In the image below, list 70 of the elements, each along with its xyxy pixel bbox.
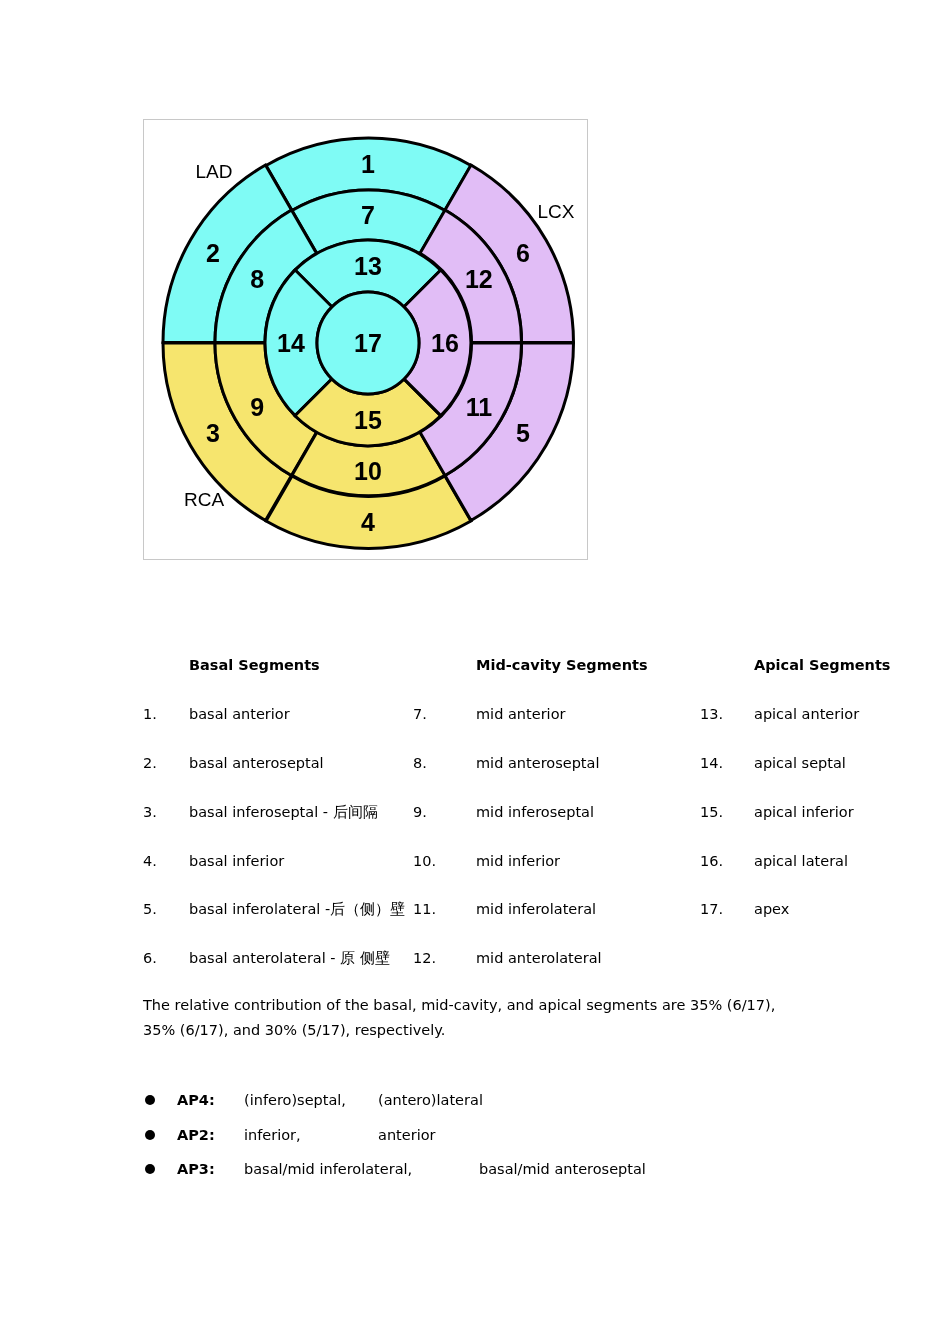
segment-number: 5 bbox=[516, 419, 530, 446]
segment-number: 17 bbox=[354, 330, 382, 356]
segment-number: 10 bbox=[354, 458, 382, 484]
item-number: 2. bbox=[143, 754, 157, 772]
item-number: 8. bbox=[413, 754, 427, 772]
segment-name: apical lateral bbox=[754, 852, 848, 870]
column-heading: Apical Segments bbox=[754, 656, 891, 674]
item-number: 12. bbox=[413, 949, 437, 967]
item-number: 1. bbox=[143, 705, 157, 723]
segment-name: mid anteroseptal bbox=[476, 754, 600, 772]
artery-label: LAD bbox=[195, 162, 233, 182]
item-number: 15. bbox=[700, 803, 724, 821]
segment-name: basal anterolateral - 原 侧壁 bbox=[189, 949, 390, 967]
view-label: AP2: bbox=[177, 1126, 215, 1144]
heart-segment bbox=[263, 268, 334, 418]
item-number: 6. bbox=[143, 949, 157, 967]
wall-name: basal/mid anteroseptal bbox=[479, 1160, 646, 1178]
item-number: 11. bbox=[413, 900, 437, 918]
item-number: 7. bbox=[413, 705, 427, 723]
wall-name: basal/mid inferolateral, bbox=[244, 1160, 413, 1178]
segment-name: mid inferolateral bbox=[476, 900, 597, 918]
heart-segment bbox=[315, 290, 421, 396]
segment-number: 4 bbox=[361, 509, 375, 535]
segment-number: 2 bbox=[206, 240, 220, 267]
segment-name: mid anterolateral bbox=[476, 949, 602, 967]
item-number: 4. bbox=[143, 852, 157, 870]
segment-name: basal anteroseptal bbox=[189, 754, 324, 772]
segment-name: basal anterior bbox=[189, 705, 290, 723]
segment-number: 14 bbox=[277, 330, 305, 356]
segment-number: 13 bbox=[354, 253, 382, 279]
segment-name: apical septal bbox=[754, 754, 846, 772]
segment-number: 15 bbox=[354, 407, 382, 433]
wall-name: (antero)lateral bbox=[378, 1091, 483, 1109]
item-number: 3. bbox=[143, 803, 157, 821]
view-label: AP4: bbox=[177, 1091, 215, 1109]
item-number: 10. bbox=[413, 852, 437, 870]
wall-name: anterior bbox=[378, 1126, 436, 1144]
item-number: 5. bbox=[143, 900, 157, 918]
item-number: 14. bbox=[700, 754, 724, 772]
segment-name: apex bbox=[754, 900, 790, 918]
wall-name: inferior, bbox=[244, 1126, 301, 1144]
segment-number: 16 bbox=[431, 330, 459, 356]
item-number: 9. bbox=[413, 803, 427, 821]
segment-name: basal inferolateral -后（侧）壁 bbox=[189, 900, 406, 918]
segment-number: 9 bbox=[250, 394, 265, 420]
segment-number: 11 bbox=[465, 394, 493, 420]
heart-segment bbox=[293, 377, 443, 448]
segment-name: mid inferoseptal bbox=[476, 803, 594, 821]
segment-name: basal inferoseptal - 后间隔 bbox=[189, 803, 378, 821]
segment-number: 8 bbox=[250, 266, 265, 292]
segment-name: apical anterior bbox=[754, 705, 860, 723]
view-label: AP3: bbox=[177, 1160, 215, 1178]
segment-number: 1 bbox=[361, 151, 375, 177]
item-number: 13. bbox=[700, 705, 724, 723]
segment-number: 7 bbox=[361, 202, 375, 228]
segment-number: 3 bbox=[206, 419, 220, 446]
note-text: The relative contribution of the basal, mid-cavity, and apical segments are 35% (6/17), 35% (6/17), and 30% (5/17), respectively. bbox=[143, 996, 777, 1040]
segment-number: 12 bbox=[464, 266, 493, 292]
column-heading: Mid-cavity Segments bbox=[476, 656, 648, 674]
wall-name: (infero)septal, bbox=[244, 1091, 346, 1109]
segment-name: mid inferior bbox=[476, 852, 561, 870]
segment-name: basal inferior bbox=[189, 852, 285, 870]
column-heading: Basal Segments bbox=[189, 656, 320, 674]
artery-label: LCX bbox=[537, 202, 575, 222]
segment-name: mid anterior bbox=[476, 705, 566, 723]
item-number: 17. bbox=[700, 900, 724, 918]
artery-label: RCA bbox=[183, 490, 225, 510]
item-number: 16. bbox=[700, 852, 724, 870]
segment-number: 6 bbox=[516, 240, 530, 267]
segment-name: apical inferior bbox=[754, 803, 854, 821]
